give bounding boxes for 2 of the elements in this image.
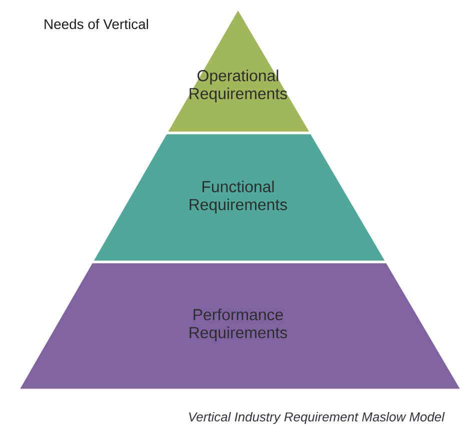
- caption: Vertical Industry Requirement Maslow Model: [189, 412, 445, 424]
- heading: Needs of Vertical: [44, 18, 148, 30]
